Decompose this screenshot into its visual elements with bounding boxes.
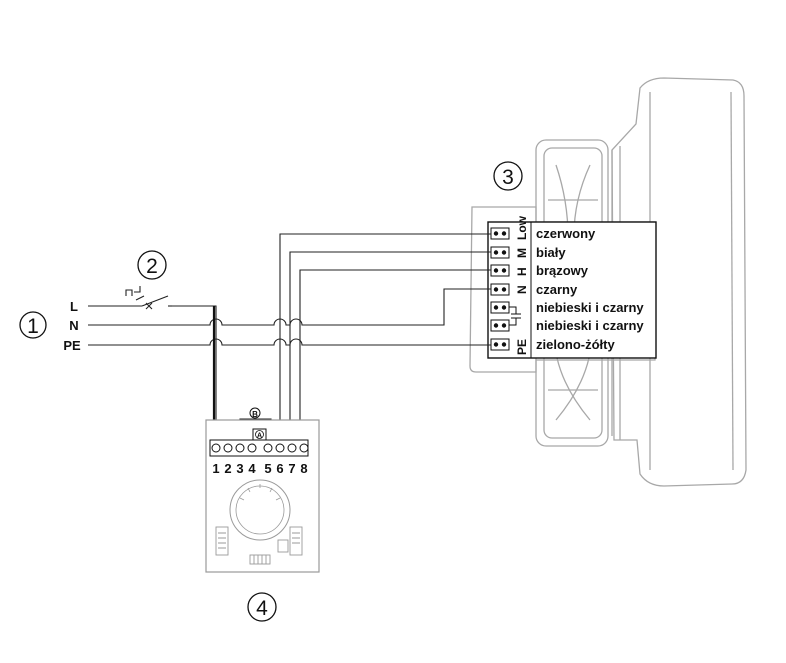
bridge-a-label: A [257, 433, 262, 440]
callout-circle-1 [19, 311, 47, 339]
switch-hand-symbol [125, 286, 145, 301]
controller-terminal-number: 6 [276, 461, 283, 476]
controller-terminal-number: 7 [288, 461, 295, 476]
heater-terminal-block: Low M H N PE czerwony biały brązowy czar… [487, 215, 657, 359]
callout-circle-3 [493, 161, 523, 191]
mode-switch-left [215, 526, 229, 556]
switch-symbol [124, 286, 172, 310]
callouts: 1 2 3 4 [19, 161, 523, 622]
wire-color-label: czerwony [536, 226, 596, 241]
screw-terminal [490, 246, 510, 259]
screw-terminal [490, 264, 510, 277]
housing-edge-back [730, 91, 734, 471]
controller-terminal-number: 3 [236, 461, 243, 476]
switch-contact [145, 302, 153, 310]
wire-color-label: niebieski i czarny [536, 300, 644, 315]
callout-circle-2 [137, 250, 167, 280]
controller: 1 2 3 4 5 6 7 8 B A [205, 407, 320, 573]
fan-guard-bar [548, 199, 598, 391]
controller-terminal-strip [209, 439, 309, 457]
capacitor-symbol [509, 306, 521, 326]
thermostat-dial [229, 479, 291, 541]
wire-color-label: czarny [536, 282, 578, 297]
screw-terminal [490, 301, 510, 314]
controller-terminal-number: 8 [300, 461, 307, 476]
wire-color-label: niebieski i czarny [536, 318, 644, 333]
terminal-tag-pe: PE [515, 339, 529, 355]
callout-number-4: 4 [256, 597, 268, 620]
callout-number-1: 1 [27, 315, 39, 338]
terminal-tag-n: N [515, 285, 529, 294]
wiring [88, 233, 491, 440]
terminal-tag-h: H [515, 267, 529, 276]
slide-switch [249, 554, 271, 565]
callout-number-3: 3 [502, 166, 514, 189]
screw-terminal [490, 319, 510, 332]
terminal-tag-m: M [515, 248, 529, 258]
supply-label-n: N [69, 318, 78, 333]
controller-terminal-number: 1 [212, 461, 219, 476]
wire-h [299, 269, 491, 440]
wire-color-label: brązowy [536, 263, 589, 278]
wire-color-label: biały [536, 245, 566, 260]
screw-terminal [490, 338, 510, 351]
wire-color-label: zielono-żółty [536, 337, 615, 352]
supply-label-l: L [70, 299, 78, 314]
terminal-label-box [487, 221, 657, 359]
controller-terminal-number: 4 [248, 461, 256, 476]
switch-lever [141, 295, 169, 307]
bridge-b-marker [249, 407, 261, 419]
bridge-b-label: B [252, 410, 258, 419]
terminal-tag-low: Low [515, 215, 529, 240]
mode-switch-right [289, 526, 303, 556]
bridge-a-marker [255, 430, 264, 439]
callout-circle-4 [247, 592, 277, 622]
wire-low [279, 233, 491, 440]
callout-number-2: 2 [146, 255, 158, 278]
controller-terminal-number: 2 [224, 461, 231, 476]
screw-terminal [490, 283, 510, 296]
heater-housing [611, 77, 747, 487]
wire-l-to-controller [172, 305, 217, 440]
controller-terminal-number: 5 [264, 461, 271, 476]
controller-switches [215, 526, 303, 565]
supply-label-pe: PE [63, 338, 81, 353]
screw-terminal [490, 227, 510, 240]
wire-m [289, 251, 491, 440]
